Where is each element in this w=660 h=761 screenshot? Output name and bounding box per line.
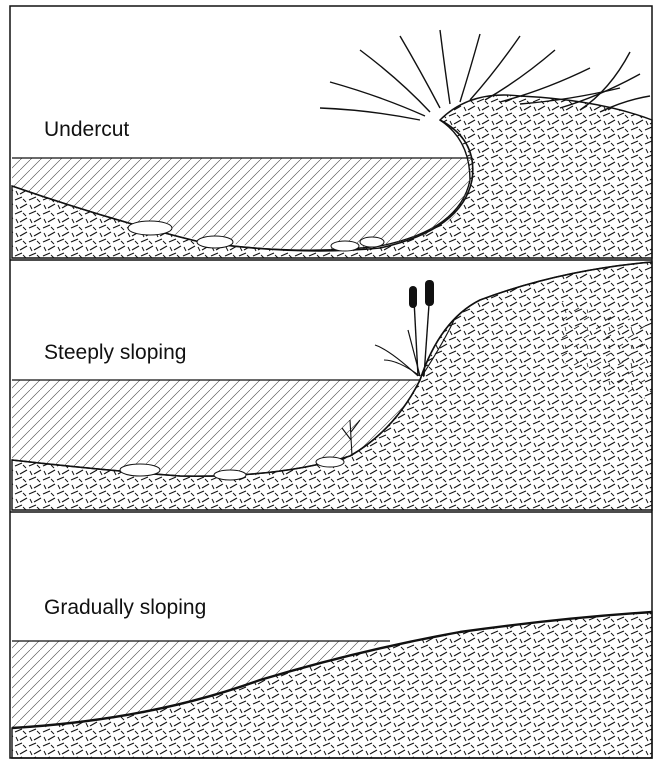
cattail-head-right [425, 280, 434, 306]
label-undercut: Undercut [44, 118, 129, 142]
panel-gradually-sloping [12, 612, 652, 758]
cattail-head-left [409, 286, 417, 308]
panel-undercut [12, 30, 652, 258]
panel-steeply-sloping [12, 262, 652, 510]
label-steeply-sloping: Steeply sloping [44, 341, 186, 365]
label-gradually-sloping: Gradually sloping [44, 596, 206, 620]
